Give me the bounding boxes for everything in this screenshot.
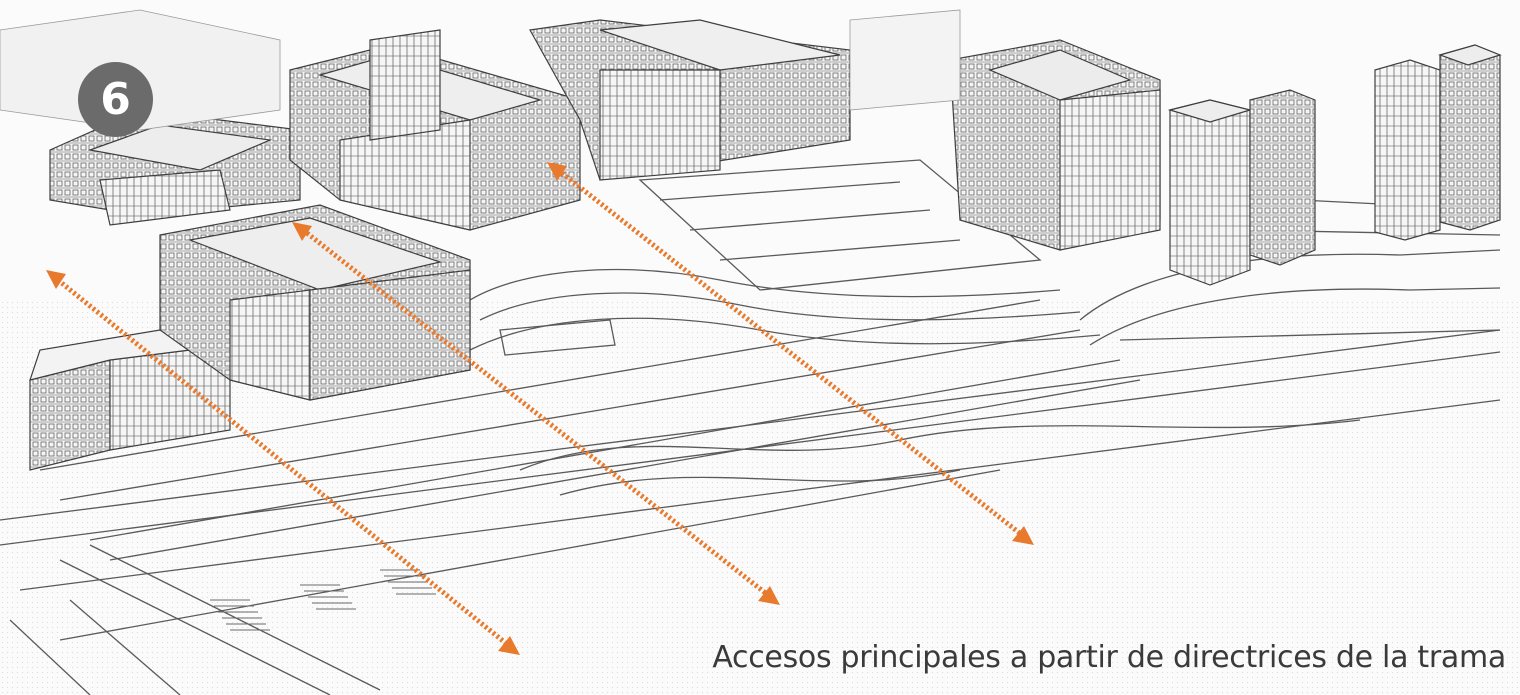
step-number: 6 — [100, 73, 131, 125]
step-number-badge: 6 — [78, 62, 153, 137]
ground-linework — [0, 159, 1501, 695]
diagram-caption: Accesos principales a partir de directri… — [712, 640, 1506, 675]
arrowhead-icon — [758, 586, 780, 605]
arrowhead-icon — [547, 162, 567, 181]
arrowhead-icon — [292, 222, 312, 241]
arrowhead-icon — [1012, 526, 1034, 545]
parking-marks — [210, 569, 436, 631]
access-arrow-1 — [56, 278, 510, 647]
access-arrow-3 — [556, 168, 1024, 537]
access-arrow-2 — [301, 228, 770, 597]
buildings — [0, 9, 1502, 471]
arrowhead-icon — [46, 270, 66, 289]
arrowheads — [46, 162, 1034, 655]
arrowhead-icon — [498, 636, 520, 655]
